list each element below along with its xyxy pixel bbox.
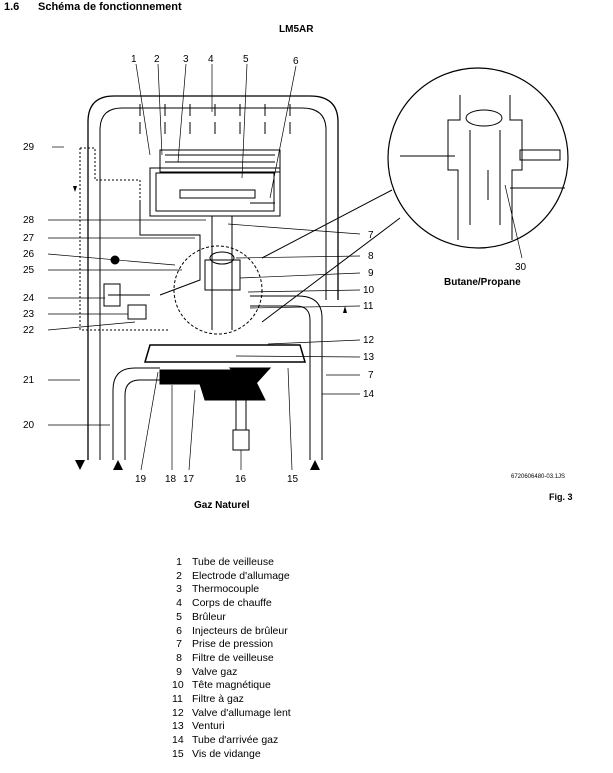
legend-item: 8 Filtre de veilleuse [172,652,291,666]
callout-17: 17 [183,474,195,485]
callout-12: 12 [363,335,375,346]
legend-number: 4 [176,597,182,610]
legend-text: Thermocouple [192,583,260,596]
legend-number: 1 [176,556,182,568]
legend-text: Filtre à gaz [192,693,244,706]
legend-text: Electrode d'allumage [192,569,290,582]
legend-text: Valve d'allumage lent [192,706,291,719]
callout-7: 7 [368,230,374,241]
callout-11: 11 [363,301,374,312]
callout-14: 14 [363,389,375,400]
legend-text: Prise de pression [192,638,274,651]
callout-21: 21 [23,375,35,386]
callout-13: 13 [363,352,375,363]
callout-3: 3 [183,54,189,65]
legend-text: Brûleur [192,610,226,623]
callout-29: 29 [23,142,35,153]
legend-item: 9 Valve gaz [172,666,291,680]
legend-item: 1 Tube de veilleuse [172,556,291,570]
legend-number: 14 [172,734,184,747]
legend-item: 12 Valve d'allumage lent [172,707,291,721]
callout-5: 5 [243,54,249,65]
butane-propane-label: Butane/Propane [444,277,521,288]
legend-item: 2 Electrode d'allumage [172,570,291,584]
legend-number: 7 [176,638,182,651]
callout-18: 18 [165,474,177,485]
callout-2: 2 [154,54,160,65]
section-number: 1.6 [4,1,20,13]
model-label: LM5AR [279,24,314,35]
figure-label: Fig. 3 [549,492,573,502]
legend-item: 4 Corps de chauffe [172,597,291,611]
callout-19: 19 [135,474,147,485]
legend-text: Tube de veilleuse [192,556,274,568]
legend-number: 3 [176,583,182,596]
callout-7b: 7 [368,370,374,381]
callout-8: 8 [368,251,374,262]
callout-4: 4 [208,54,214,65]
callout-1: 1 [131,54,137,65]
legend-number: 13 [172,720,184,733]
callout-10: 10 [363,285,375,296]
schematic-diagram: 1 2 3 4 5 6 7 8 9 10 11 12 13 7 14 15 16… [23,54,569,485]
legend-number: 2 [176,569,182,582]
legend-number: 12 [172,706,184,719]
legend-item: 3 Thermocouple [172,583,291,597]
callout-25: 25 [23,265,35,276]
callout-24: 24 [23,293,35,304]
callout-20: 20 [23,420,35,431]
callout-22: 22 [23,325,35,336]
legend-text: Tube d'arrivée gaz [192,734,279,747]
legend-text: Filtre de veilleuse [192,651,274,664]
legend-number: 11 [172,693,183,706]
callout-16: 16 [235,474,247,485]
legend-item: 7 Prise de pression [172,638,291,652]
callout-28: 28 [23,215,35,226]
legend-item: 13 Venturi [172,720,291,734]
legend-text: Injecteurs de brûleur [192,624,288,637]
callout-27: 27 [23,233,35,244]
legend-text: Vis de vidange [192,747,261,760]
callout-9: 9 [368,268,374,279]
section-title: Schéma de fonctionnement [38,1,182,13]
callout-23: 23 [23,309,35,320]
callout-26: 26 [23,249,35,260]
reference-code: 6720606480-03.1JS [511,474,566,480]
callout-6: 6 [293,56,299,67]
callout-15: 15 [287,474,299,485]
legend-item: 11 Filtre à gaz [172,693,291,707]
legend-number: 6 [176,624,182,637]
callout-30: 30 [515,262,527,273]
legend-number: 9 [176,665,182,678]
legend-item: 6 Injecteurs de brûleur [172,625,291,639]
legend-number: 8 [176,651,182,664]
legend-number: 10 [172,679,184,692]
legend-text: Tête magnétique [192,679,271,692]
gas-natural-label: Gaz Naturel [194,500,250,511]
legend-item: 14 Tube d'arrivée gaz [172,734,291,748]
legend-text: Venturi [192,720,225,733]
legend-number: 5 [176,610,182,623]
legend-item: 10 Tête magnétique [172,679,291,693]
legend-text: Valve gaz [192,665,238,678]
legend-item: 5 Brûleur [172,611,291,625]
legend-number: 15 [172,747,184,760]
legend-text: Corps de chauffe [192,597,272,610]
legend-item: 15 Vis de vidange [172,748,291,762]
